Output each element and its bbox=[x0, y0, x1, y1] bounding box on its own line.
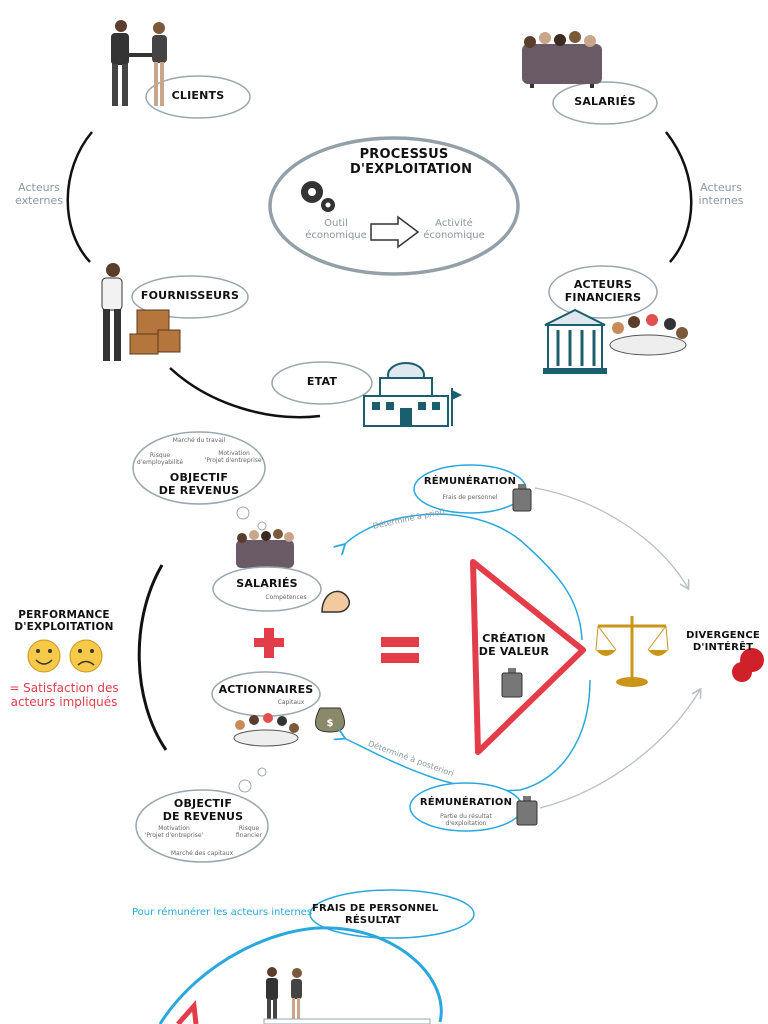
frais-resultat-label: FRAIS DE PERSONNEL RÉSULTAT bbox=[312, 903, 439, 926]
money-bag-icon: $ bbox=[315, 707, 345, 733]
acteurs-financiers-bubble bbox=[548, 265, 658, 319]
handshake-people-icon bbox=[111, 20, 167, 106]
activite-label: Activité économique bbox=[423, 218, 485, 241]
obj-top-marche: Marché du travail bbox=[172, 437, 226, 444]
weight-bottom-icon bbox=[516, 796, 538, 826]
apriori-curve bbox=[344, 513, 583, 641]
weight-top-icon bbox=[512, 484, 532, 512]
capitaux-label: Capitaux bbox=[277, 699, 305, 706]
salaries-label: SALARIÉS bbox=[236, 577, 298, 590]
acteurs-financiers-label: ACTEURS FINANCIERS bbox=[564, 278, 642, 304]
boxing-glove-icon bbox=[732, 648, 764, 682]
salaries-bubble-top bbox=[552, 81, 658, 125]
obj-top-title: OBJECTIF DE REVENUS bbox=[158, 471, 240, 497]
obj-top-motivation: Motivation 'Projet d'entreprise' bbox=[204, 450, 264, 464]
actionnaires-label: ACTIONNAIRES bbox=[218, 683, 314, 696]
etat-bubble bbox=[271, 361, 373, 405]
obj-bottom-motivation: Motivation 'Projet d'entreprise' bbox=[144, 825, 204, 839]
internal-arc bbox=[665, 131, 693, 263]
objective-top-cloud bbox=[132, 431, 266, 505]
aposteriori-curve bbox=[344, 679, 591, 792]
equals-icon bbox=[381, 637, 419, 663]
state-building-icon bbox=[363, 362, 462, 427]
obj-bottom-title: OBJECTIF DE REVENUS bbox=[162, 797, 244, 823]
muscle-icon bbox=[321, 590, 350, 613]
bank-icon bbox=[543, 308, 607, 374]
clients-label: CLIENTS bbox=[171, 89, 225, 102]
divergence-curve-bottom bbox=[539, 690, 700, 809]
crowd-icon bbox=[522, 31, 602, 88]
remuneration-bottom-label: RÉMUNÉRATION bbox=[419, 797, 513, 808]
red-corner bbox=[176, 1000, 199, 1024]
satisfaction-label: = Satisfaction des acteurs impliqués bbox=[9, 681, 119, 709]
objective-bottom-cloud bbox=[135, 789, 269, 863]
creation-valeur-label: CRÉATION DE VALEUR bbox=[478, 632, 550, 658]
supplier-person-icon bbox=[101, 263, 123, 361]
pour-remunerer-label: Pour rémunérer les acteurs internes bbox=[132, 907, 313, 918]
crowd-small-icon bbox=[236, 529, 294, 568]
salaries-bubble bbox=[212, 566, 322, 612]
divergence-label: DIVERGENCE D'INTÉRÊT bbox=[686, 630, 760, 653]
frais-resultat-bubble bbox=[309, 889, 475, 939]
meeting-icon bbox=[609, 314, 688, 356]
meeting-small-icon bbox=[233, 713, 299, 747]
partie-resultat-label: Partie du résultat d'exploitation bbox=[440, 813, 492, 827]
big-blue-arc bbox=[158, 926, 443, 1024]
fournisseurs-bubble bbox=[131, 275, 249, 319]
acteurs-internes-label: Acteurs internes bbox=[698, 181, 744, 207]
divergence-curve-top bbox=[534, 487, 688, 588]
sad-face-icon bbox=[69, 639, 103, 673]
competences-label: Compétences bbox=[265, 594, 307, 601]
process-title: PROCESSUS D'EXPLOITATION bbox=[350, 147, 473, 177]
svg-text:$: $ bbox=[327, 718, 334, 729]
acteurs-externes-label: Acteurs externes bbox=[15, 181, 63, 207]
gears-icon bbox=[301, 181, 335, 212]
salaries-top-label: SALARIÉS bbox=[574, 95, 636, 108]
frais-personnel-small: Frais de personnel bbox=[442, 494, 498, 501]
remuneration-top-label: RÉMUNÉRATION bbox=[423, 476, 517, 487]
performance-arc bbox=[137, 564, 168, 751]
plus-icon bbox=[254, 628, 284, 658]
outil-label: Outil économique bbox=[305, 218, 367, 241]
obj-top-risque: Risque d'employabilité bbox=[136, 452, 184, 466]
happy-face-icon bbox=[27, 639, 61, 673]
etat-label: ETAT bbox=[306, 375, 338, 388]
boxes-icon bbox=[129, 309, 181, 355]
performance-label: PERFORMANCE D'EXPLOITATION bbox=[14, 609, 114, 634]
handshake-small-icon bbox=[266, 967, 302, 1019]
etat-arc bbox=[169, 367, 321, 419]
clients-bubble bbox=[145, 75, 251, 119]
remuneration-top-bubble bbox=[413, 464, 527, 514]
obj-bottom-risque: Risque financier bbox=[235, 825, 263, 839]
obj-bottom-marche: Marché des capitaux bbox=[170, 850, 234, 857]
small-platform bbox=[263, 1018, 431, 1024]
value-triangle bbox=[470, 559, 586, 755]
fournisseurs-label: FOURNISSEURS bbox=[140, 289, 240, 302]
scale-icon bbox=[595, 616, 669, 687]
weight-center-icon bbox=[501, 668, 523, 698]
process-arrow-icon bbox=[370, 215, 420, 249]
external-arc bbox=[66, 131, 93, 263]
center-bubble bbox=[268, 136, 520, 276]
